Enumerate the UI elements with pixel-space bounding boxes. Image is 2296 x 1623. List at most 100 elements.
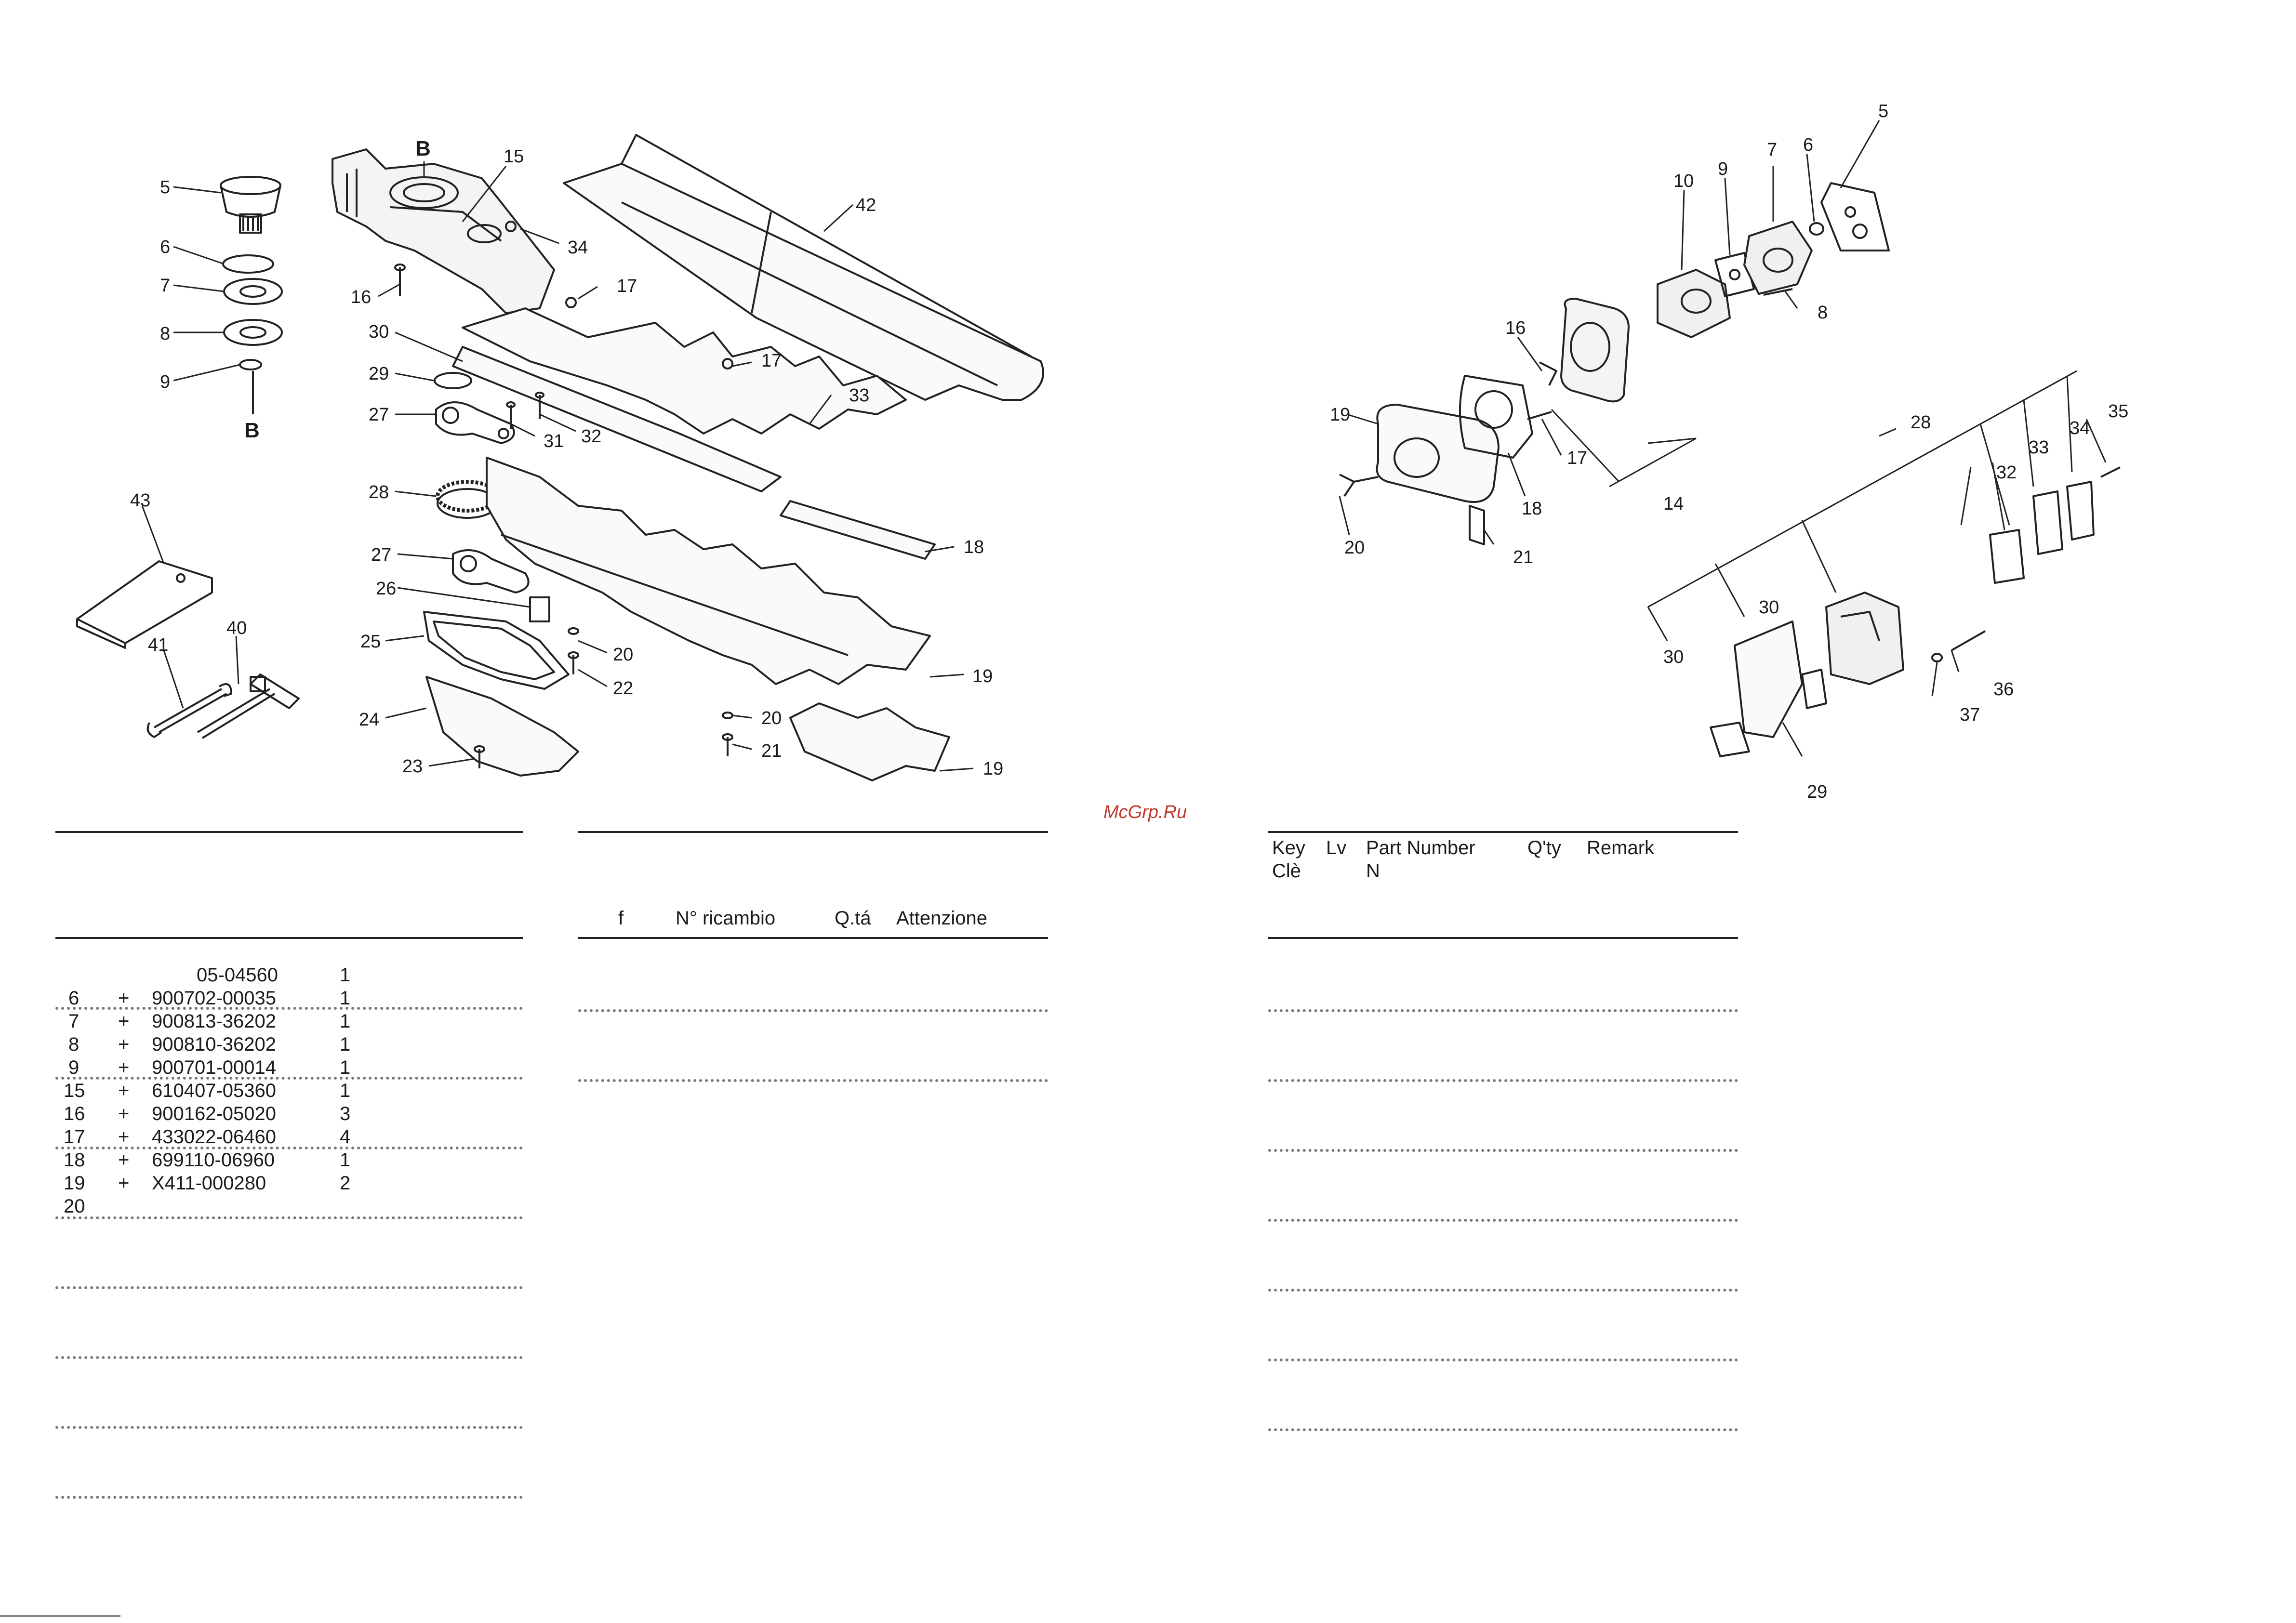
muffler-screw-part [2100, 466, 2121, 478]
key-cell: 7 [68, 1011, 80, 1032]
filter-bracket-leader [1551, 409, 1697, 488]
dotted-leader [578, 1009, 1048, 1012]
callout-label: 34 [568, 238, 588, 258]
part-number-cell: 900810-36202 [152, 1034, 277, 1055]
callout-label: 23 [402, 756, 423, 777]
key-cell: 6 [68, 988, 80, 1009]
callout-label: 20 [613, 645, 634, 665]
callout-label: 28 [369, 482, 389, 502]
callout-label: 18 [1522, 499, 1542, 519]
dotted-leader [578, 1079, 1048, 1082]
callout-label: 19 [972, 666, 993, 686]
gear-case-gasket-part [423, 611, 570, 690]
wing-nut-part [1539, 361, 1557, 386]
part-number-cell: 900813-36202 [152, 1011, 277, 1032]
column-header: f [618, 908, 624, 929]
part-number-cell: 900701-00014 [152, 1057, 277, 1078]
callout-label: 34 [2070, 418, 2090, 438]
column-header-key: Key [1272, 837, 1305, 858]
callout-label: 10 [1673, 171, 1694, 191]
callout-label: 33 [849, 385, 870, 406]
spark-arrestor-part [1989, 529, 2025, 584]
column-header: Q.tá [835, 908, 871, 929]
table-top-rule [1268, 831, 1738, 833]
watermark: McGrp.Ru [1103, 802, 1187, 822]
qty-cell: 1 [340, 1080, 351, 1101]
level-cell: + [118, 1126, 130, 1148]
table-header-rule [1268, 937, 1738, 939]
key-cell: 20 [64, 1196, 85, 1217]
insulator-part [1743, 221, 1813, 295]
level-cell: + [118, 1011, 130, 1032]
callout-label: 37 [1960, 705, 1980, 725]
crank-rod-part [435, 401, 515, 444]
dotted-leader [1268, 1079, 1738, 1082]
snap-ring-part [222, 254, 274, 274]
qty-cell: 1 [340, 1057, 351, 1078]
exhaust-gasket-part [1710, 722, 1750, 757]
table-header-rule [55, 937, 523, 939]
callout-label: 6 [160, 237, 171, 257]
column-header-qty: Q'ty [1527, 837, 1561, 858]
gear-cover-plate-part [425, 676, 579, 777]
lower-crank-rod-part [452, 549, 530, 594]
level-cell: + [118, 988, 130, 1009]
tail-blade-part [789, 702, 950, 781]
callout-label: 30 [1663, 647, 1684, 667]
air-cleaner-cover-part [1376, 404, 1500, 503]
qty-cell: 1 [340, 964, 351, 986]
callout-label: 16 [351, 287, 372, 307]
wrench-part [146, 683, 232, 738]
part-number-cell: 610407-05360 [152, 1080, 277, 1101]
callout-label: 5 [160, 177, 171, 198]
footer-rule [0, 1615, 120, 1617]
callout-label: 9 [1718, 159, 1728, 179]
column-header-part-number-fr: N [1366, 860, 1380, 882]
table-top-rule [578, 831, 1048, 833]
cleaner-bolt-part [1527, 411, 1552, 420]
dotted-leader [1268, 1219, 1738, 1222]
callout-label: 26 [376, 579, 397, 599]
callout-label: 7 [160, 276, 171, 296]
callout-label: 41 [148, 635, 169, 655]
key-cell: 8 [68, 1034, 80, 1055]
dotted-leader [1268, 1289, 1738, 1292]
callout-leaders [141, 161, 974, 772]
column-header-key-fr: Clè [1272, 860, 1301, 882]
key-cell: 9 [68, 1057, 80, 1078]
dotted-leader [55, 1077, 523, 1080]
callout-label: 16 [1505, 318, 1526, 338]
level-cell: + [118, 1057, 130, 1078]
callout-label: 27 [369, 405, 389, 425]
heat-plate-part [1820, 182, 1890, 251]
callout-label: 6 [1803, 135, 1814, 155]
dotted-leader [55, 1216, 523, 1219]
callout-label: 35 [2108, 401, 2129, 422]
level-cell: + [118, 1034, 130, 1055]
callout-label: 15 [504, 146, 524, 167]
wing-bolt-part [1339, 474, 1379, 497]
key-cell: 18 [64, 1149, 85, 1171]
dotted-leader [55, 1286, 523, 1289]
dotted-leader [1268, 1149, 1738, 1152]
muffler-part [1825, 592, 1904, 685]
carburettor-part [1657, 269, 1731, 338]
callout-label: 8 [1818, 303, 1828, 323]
column-header: Attenzione [896, 908, 988, 929]
dotted-leader [55, 1147, 523, 1149]
callout-label: 17 [761, 351, 782, 371]
callout-label: 32 [581, 426, 602, 447]
muffler-cover-part [1734, 620, 1803, 738]
table-header-rule [578, 937, 1048, 939]
level-cell: + [118, 1173, 130, 1194]
callout-label: 30 [369, 322, 389, 342]
muffler-bolt-part [1951, 630, 1986, 651]
bearing-part [223, 278, 283, 346]
callout-label: 27 [371, 545, 392, 565]
part-number-cell: 05-04560 [197, 964, 279, 986]
callout-label: 43 [130, 490, 151, 511]
spark-plug-wrench-part [197, 673, 300, 739]
callout-label: B [244, 419, 260, 442]
callout-label: 24 [359, 710, 380, 730]
